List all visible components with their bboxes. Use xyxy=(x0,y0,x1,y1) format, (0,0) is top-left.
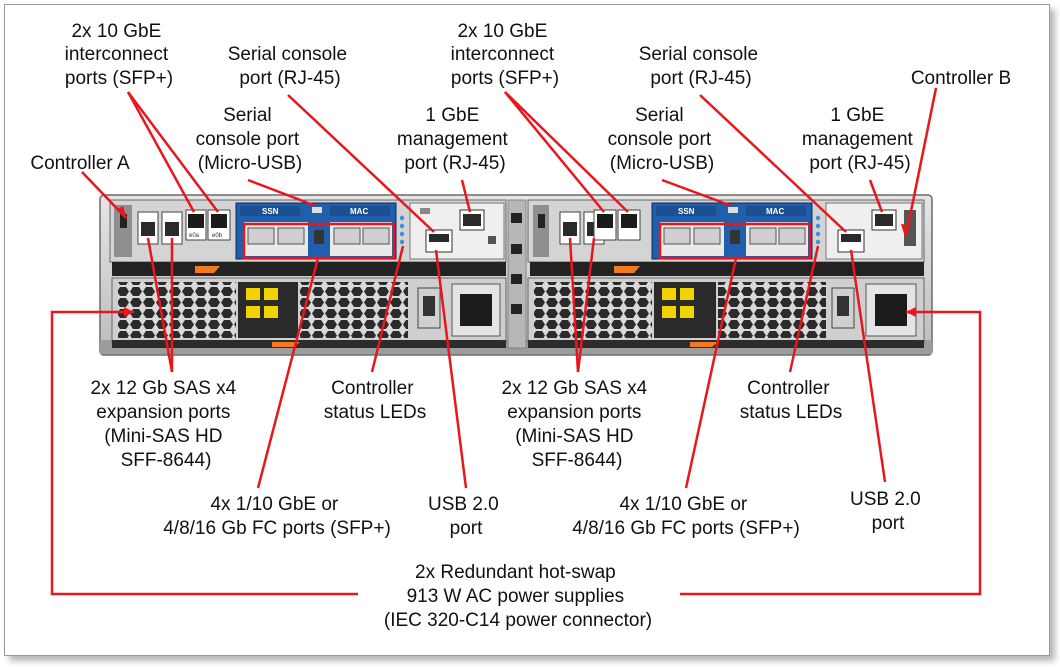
label-mgmt-left: 1 GbE management port (RJ-45) xyxy=(397,105,513,174)
power-supply-a xyxy=(111,277,507,348)
callout-arrowheads xyxy=(116,206,916,317)
mac-label: MAC xyxy=(350,207,368,216)
label-sas-right: 2x 12 Gb SAS x4 expansion ports (Mini-SA… xyxy=(501,378,652,471)
label-host-ports-right: 4x 1/10 GbE or 4/8/16 Gb FC ports (SFP+) xyxy=(572,494,800,539)
label-controller-a: Controller A xyxy=(30,153,130,174)
power-supply-b xyxy=(527,277,925,348)
status-led xyxy=(815,239,821,245)
label-serial-usb-left: Serial console port (Micro-USB) xyxy=(196,105,305,174)
callout-lines xyxy=(50,87,982,596)
label-interconnect-left: 2x 10 GbE interconnect ports (SFP+) xyxy=(65,21,174,89)
label-usb-left: USB 2.0 port xyxy=(428,494,504,539)
port-label-e0b: e0b xyxy=(212,233,223,239)
label-serial-rj45-left: Serial console port (RJ-45) xyxy=(228,44,353,89)
port-label-e0a: e0a xyxy=(189,233,200,239)
label-power-supplies: 2x Redundant hot-swap 913 W AC power sup… xyxy=(384,562,652,631)
label-status-leds-right: Controller status LEDs xyxy=(740,378,842,423)
ssn-label: SSN xyxy=(262,207,279,216)
status-led xyxy=(399,231,405,237)
status-led xyxy=(399,239,405,245)
sas-port xyxy=(161,211,183,245)
interconnect-port: e0b xyxy=(207,209,231,241)
mac-label: MAC xyxy=(766,207,784,216)
host-ports-highlight-a xyxy=(242,222,396,260)
label-serial-rj45-right: Serial console port (RJ-45) xyxy=(639,44,764,89)
status-led xyxy=(815,223,821,229)
label-mgmt-right: 1 GbE management port (RJ-45) xyxy=(802,105,918,174)
status-led xyxy=(815,231,821,237)
interconnect-port: e0a xyxy=(185,209,207,241)
sas-port xyxy=(137,211,159,245)
label-host-ports-left: 4x 1/10 GbE or 4/8/16 Gb FC ports (SFP+) xyxy=(163,494,391,539)
label-controller-b: Controller B xyxy=(911,68,1011,89)
controller-b-module: SSN MAC xyxy=(527,199,925,276)
sas-port xyxy=(559,211,581,245)
label-interconnect-right: 2x 10 GbE interconnect ports (SFP+) xyxy=(451,21,560,89)
status-led xyxy=(399,223,405,229)
ssn-label: SSN xyxy=(678,207,695,216)
label-usb-right: USB 2.0 port xyxy=(850,489,926,534)
controller-a-module: e0a e0b SSN MAC xyxy=(109,199,507,276)
interconnect-port xyxy=(593,209,617,241)
status-led xyxy=(815,215,821,221)
label-status-leds-left: Controller status LEDs xyxy=(324,378,426,423)
label-sas-left: 2x 12 Gb SAS x4 expansion ports (Mini-SA… xyxy=(90,378,241,471)
interconnect-port xyxy=(617,209,641,241)
label-serial-usb-right: Serial console port (Micro-USB) xyxy=(608,105,717,174)
status-led xyxy=(399,215,405,221)
